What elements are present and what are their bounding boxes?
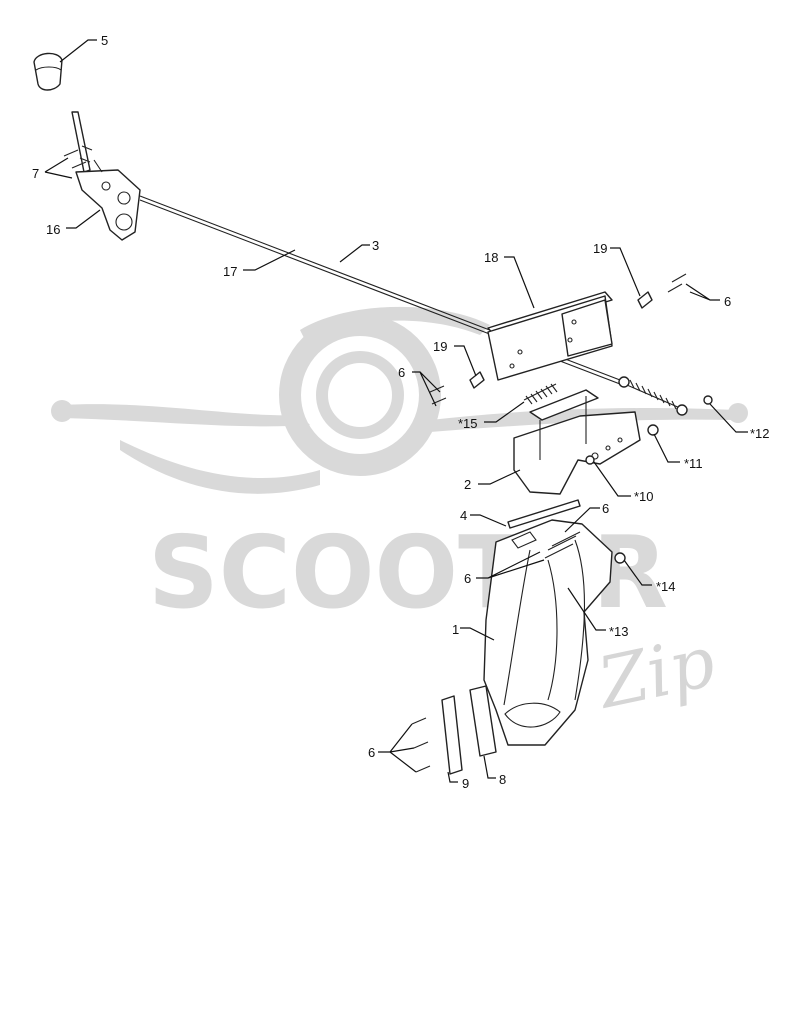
part-knob bbox=[33, 52, 63, 91]
callout-19a: 19 bbox=[593, 241, 607, 256]
callout-12: *12 bbox=[750, 426, 770, 441]
callout-4: 4 bbox=[460, 508, 467, 523]
callout-9: 9 bbox=[462, 776, 469, 791]
part-lever-assembly bbox=[71, 111, 141, 241]
callout-10: *10 bbox=[634, 489, 654, 504]
callout-2: 2 bbox=[464, 477, 471, 492]
part-plate-9 bbox=[441, 695, 463, 775]
callout-8: 8 bbox=[499, 772, 506, 787]
callout-6c: 6 bbox=[602, 501, 609, 516]
callout-7: 7 bbox=[32, 166, 39, 181]
callout-16: 16 bbox=[46, 222, 60, 237]
part-upper-cover bbox=[487, 291, 613, 381]
callout-3: 3 bbox=[372, 238, 379, 253]
callout-19b: 19 bbox=[433, 339, 447, 354]
callout-17: 17 bbox=[223, 264, 237, 279]
leader-lines bbox=[44, 39, 748, 783]
callout-14: *14 bbox=[656, 579, 676, 594]
part-washer-10 bbox=[585, 455, 595, 465]
part-bracket-19a bbox=[637, 291, 653, 309]
callout-5: 5 bbox=[101, 33, 108, 48]
callout-labels: 5 7 16 17 3 18 19 6 19 6 *15 *12 *11 2 *… bbox=[32, 33, 770, 791]
part-nut-14 bbox=[614, 552, 626, 564]
callout-15: *15 bbox=[458, 416, 478, 431]
callout-18: 18 bbox=[484, 250, 498, 265]
callout-11: *11 bbox=[684, 456, 703, 471]
callout-6e: 6 bbox=[368, 745, 375, 760]
part-strip-4 bbox=[507, 499, 581, 529]
callout-6b: 6 bbox=[398, 365, 405, 380]
part-spring-15 bbox=[523, 383, 558, 405]
bolts bbox=[63, 149, 687, 773]
callout-13: *13 bbox=[609, 624, 629, 639]
callout-6d: 6 bbox=[464, 571, 471, 586]
part-bracket-19b bbox=[469, 371, 485, 389]
part-deflector bbox=[513, 389, 641, 495]
part-chute bbox=[483, 519, 613, 746]
part-washer-11 bbox=[647, 424, 659, 436]
callout-6a: 6 bbox=[724, 294, 731, 309]
part-plate-8 bbox=[469, 685, 497, 757]
part-cable-spring bbox=[618, 376, 688, 416]
callout-1: 1 bbox=[452, 622, 459, 637]
part-nut-12 bbox=[703, 395, 713, 405]
